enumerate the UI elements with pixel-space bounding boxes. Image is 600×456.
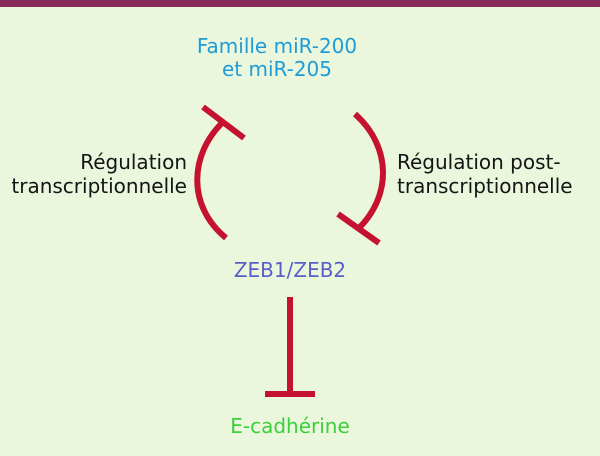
- right-regulation-label-line-2: transcriptionnelle: [397, 174, 573, 198]
- right-regulation-label-line-1: Régulation post-: [397, 150, 561, 174]
- vertical-inhibition-arrow: [265, 297, 315, 397]
- left-inhibition-arrow: [194, 104, 246, 241]
- mir-family-label-line-1: Famille miR-200: [196, 34, 358, 58]
- right-inhibition-bar: [336, 211, 381, 246]
- left-curved-line: [194, 118, 228, 241]
- zeb-label: ZEB1/ZEB2: [233, 258, 347, 282]
- left-regulation-label-line-1: Régulation: [80, 150, 187, 174]
- left-inhibition-bar: [201, 104, 246, 141]
- mir-family-label-line-2: et miR-205: [221, 57, 333, 81]
- right-inhibition-arrow: [336, 111, 386, 246]
- right-curved-line: [352, 111, 386, 233]
- top-border: [0, 0, 600, 7]
- e-cadherin-label: E-cadhérine: [230, 414, 350, 438]
- left-regulation-label-line-2: transcriptionnelle: [11, 174, 187, 198]
